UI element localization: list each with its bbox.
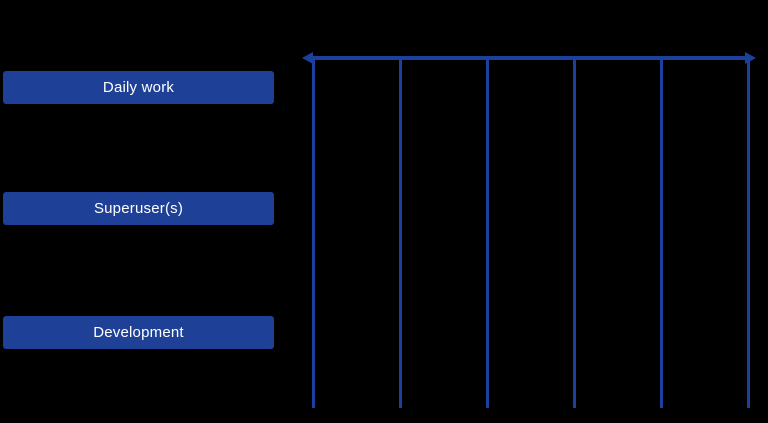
timeline-vertical-line [399, 58, 402, 408]
timeline-vertical-line [747, 58, 750, 408]
left-arrowhead-icon [302, 52, 313, 64]
row-label-superusers: Superuser(s) [93, 200, 184, 217]
row-label-development: Development [93, 324, 184, 341]
right-arrowhead-icon [745, 52, 756, 64]
row-box-daily-work: Daily work [3, 71, 274, 104]
timeline-vertical-line [573, 58, 576, 408]
timeline-vertical-line [486, 58, 489, 408]
timeline-grid [302, 50, 756, 415]
row-box-superusers: Superuser(s) [3, 192, 274, 225]
row-label-daily-work: Daily work [102, 79, 175, 96]
timeline-vertical-line [660, 58, 663, 408]
row-box-development: Development [3, 316, 274, 349]
timeline-vertical-line [312, 58, 315, 408]
timeline-axis-line [308, 56, 750, 60]
